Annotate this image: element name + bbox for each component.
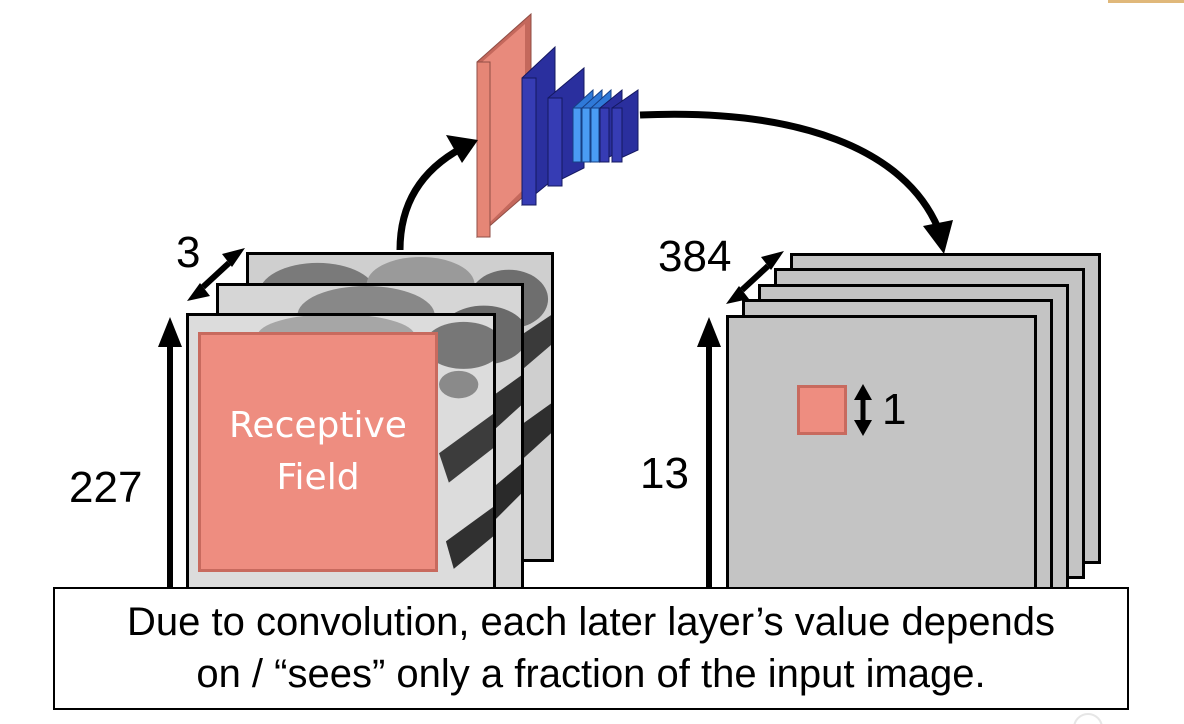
input-height-arrowhead (158, 317, 182, 347)
corner-fragment (1108, 0, 1184, 3)
receptive-field-label-line2: Field (276, 457, 360, 498)
receptive-field-box: Receptive Field (198, 332, 438, 572)
output-depth-label: 384 (658, 232, 732, 281)
caption-box: Due to convolution, each later layer’s v… (53, 587, 1129, 710)
feature-map-1 (726, 315, 1037, 610)
receptive-field-label-line1: Receptive (229, 404, 407, 446)
output-depth-arrow (739, 263, 771, 293)
cnn-network-icon (476, 12, 639, 239)
input-to-network-arrowhead (446, 135, 478, 163)
corner-circle-fragment (1073, 713, 1103, 724)
caption-line-1: Due to convolution, each later layer’s v… (126, 600, 1055, 645)
caption-line-2: on / “sees” only a fraction of the input… (196, 651, 986, 696)
input-height-label: 227 (69, 463, 143, 512)
output-height-label: 13 (640, 449, 689, 498)
input-depth-label: 3 (176, 228, 201, 277)
input-depth-arrow (200, 260, 232, 290)
network-to-output-arrow (639, 110, 942, 230)
input-to-network-arrow (396, 144, 464, 251)
output-height-arrowhead (697, 317, 721, 347)
network-to-output-arrowhead (923, 220, 953, 254)
patch-size-label: 1 (882, 385, 907, 434)
output-activation-patch (797, 385, 847, 435)
